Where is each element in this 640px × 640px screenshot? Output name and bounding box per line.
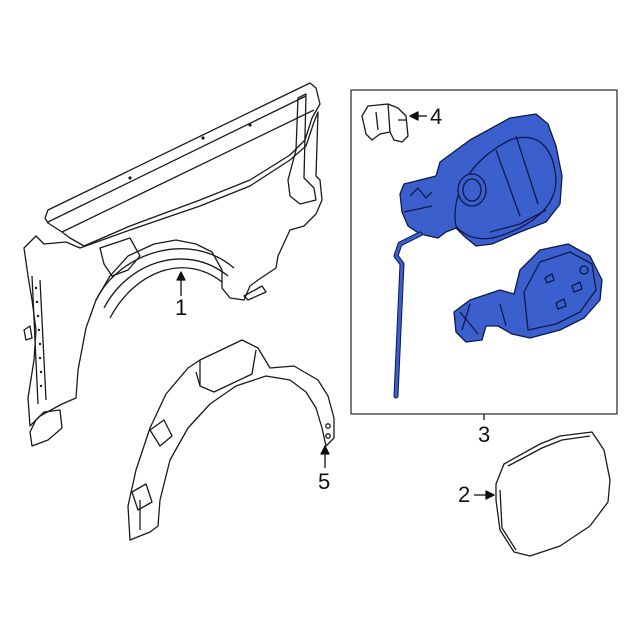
- fuel-filler-housing: [393, 113, 603, 399]
- callout-3: 3: [478, 422, 491, 447]
- callout-1: 1: [175, 295, 188, 320]
- callout-4: 4: [430, 104, 443, 129]
- callout-5: 5: [318, 469, 331, 494]
- callout-2: 2: [458, 482, 471, 507]
- leader-lines: [176, 111, 495, 500]
- fender-liner: [127, 339, 335, 541]
- fender-panel: [23, 82, 323, 447]
- fuel-door: [495, 431, 611, 557]
- fuel-door-actuator: [361, 103, 409, 143]
